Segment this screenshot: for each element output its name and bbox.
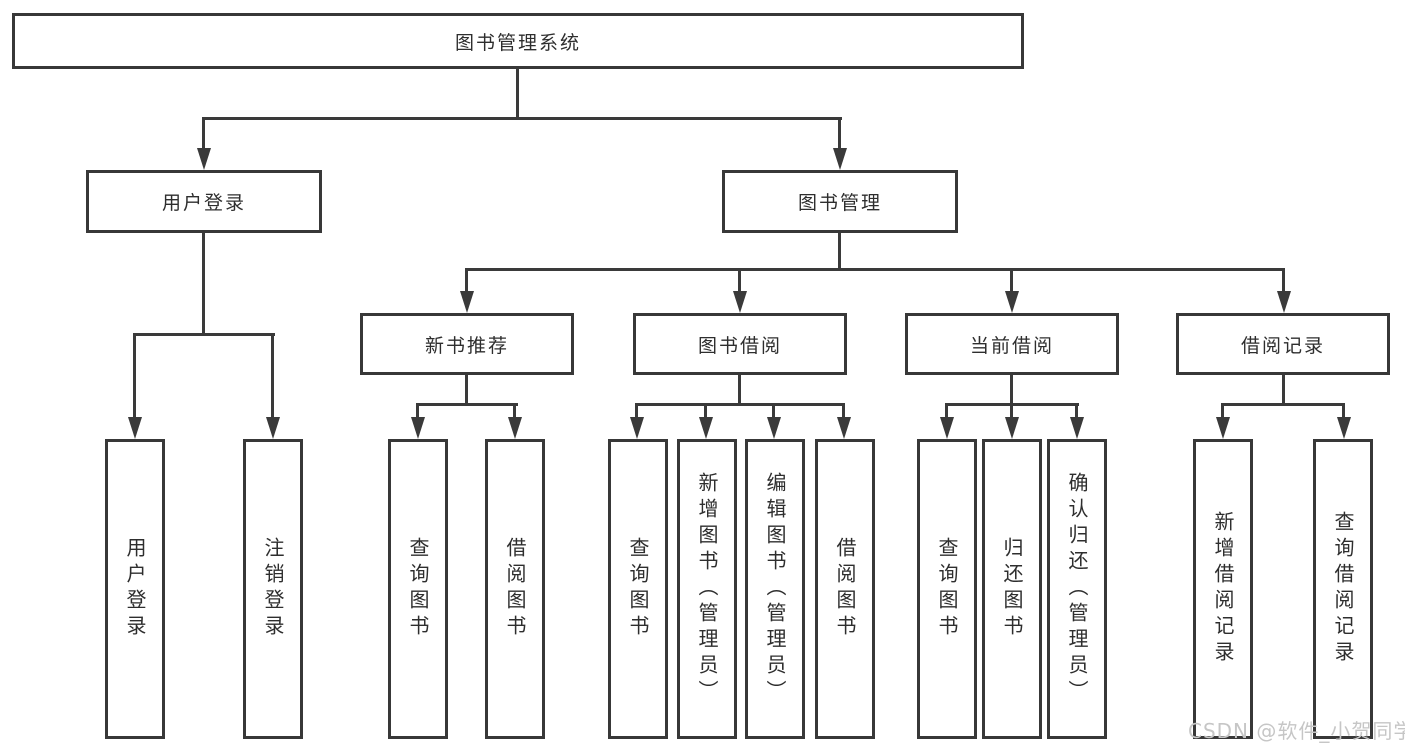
arrow-head-icon [266,417,280,439]
arrow-shaft [465,268,468,291]
arrow-shaft [416,403,419,417]
arrow-shaft [1075,403,1078,417]
arrow-shaft [838,117,841,148]
arrow-shaft [1010,403,1013,417]
arrow-head-icon [128,417,142,439]
node-book-borrow: 图书借阅 [633,313,847,375]
connector-vline [1010,375,1013,405]
arrow-head-icon [1070,417,1084,439]
arrow-shaft [842,403,845,417]
node-leaf-edit-books-admin: 编辑图书（管理员） [745,439,805,739]
csdn-watermark: CSDN @软件_小贺同学 [1188,719,1405,743]
arrow-shaft [738,268,741,291]
arrow-shaft [1221,403,1224,417]
node-leaf-add-borrow-record: 新增借阅记录 [1193,439,1253,739]
arrow-head-icon [1005,291,1019,313]
arrow-head-icon [837,417,851,439]
arrow-shaft [772,403,775,417]
arrow-head-icon [460,291,474,313]
node-leaf-borrow-books-newbooks: 借阅图书 [485,439,545,739]
connector-vline [838,233,841,271]
arrow-head-icon [1337,417,1351,439]
connector-vline [516,69,519,119]
connector-vline [202,233,205,335]
connector-vline [738,375,741,405]
node-new-book-recommend: 新书推荐 [360,313,574,375]
arrow-shaft [945,403,948,417]
arrow-head-icon [630,417,644,439]
arrow-head-icon [1005,417,1019,439]
arrow-shaft [704,403,707,417]
node-leaf-query-borrow-record: 查询借阅记录 [1313,439,1373,739]
arrow-head-icon [699,417,713,439]
node-book-management: 图书管理 [722,170,958,233]
node-leaf-query-books-current: 查询图书 [917,439,977,739]
connector-hline [416,403,518,406]
arrow-head-icon [833,148,847,170]
node-user-login: 用户登录 [86,170,322,233]
connector-hline [465,268,1285,271]
connector-vline [1282,375,1285,405]
arrow-shaft [133,333,136,417]
arrow-head-icon [197,148,211,170]
node-leaf-confirm-return-admin: 确认归还（管理员） [1047,439,1107,739]
node-leaf-query-books-newbooks: 查询图书 [388,439,448,739]
node-leaf-user-login: 用户登录 [105,439,165,739]
node-leaf-query-books-borrow: 查询图书 [608,439,668,739]
arrow-head-icon [411,417,425,439]
node-leaf-add-books-admin: 新增图书（管理员） [677,439,737,739]
node-root-library-system: 图书管理系统 [12,13,1024,69]
connector-vline [465,375,468,405]
arrow-head-icon [508,417,522,439]
arrow-shaft [271,333,274,417]
arrow-shaft [202,117,205,148]
arrow-head-icon [1216,417,1230,439]
arrow-shaft [1282,268,1285,291]
node-borrow-records: 借阅记录 [1176,313,1390,375]
node-leaf-borrow-books: 借阅图书 [815,439,875,739]
arrow-shaft [1342,403,1345,417]
node-current-borrow: 当前借阅 [905,313,1119,375]
arrow-head-icon [767,417,781,439]
connector-hline [1221,403,1345,406]
arrow-head-icon [1277,291,1291,313]
arrow-shaft [513,403,516,417]
node-leaf-logout: 注销登录 [243,439,303,739]
arrow-head-icon [940,417,954,439]
connector-hline [635,403,845,406]
arrow-shaft [1010,268,1013,291]
arrow-shaft [635,403,638,417]
connector-hline [133,333,275,336]
connector-hline [202,117,842,120]
node-leaf-return-books: 归还图书 [982,439,1042,739]
arrow-head-icon [733,291,747,313]
